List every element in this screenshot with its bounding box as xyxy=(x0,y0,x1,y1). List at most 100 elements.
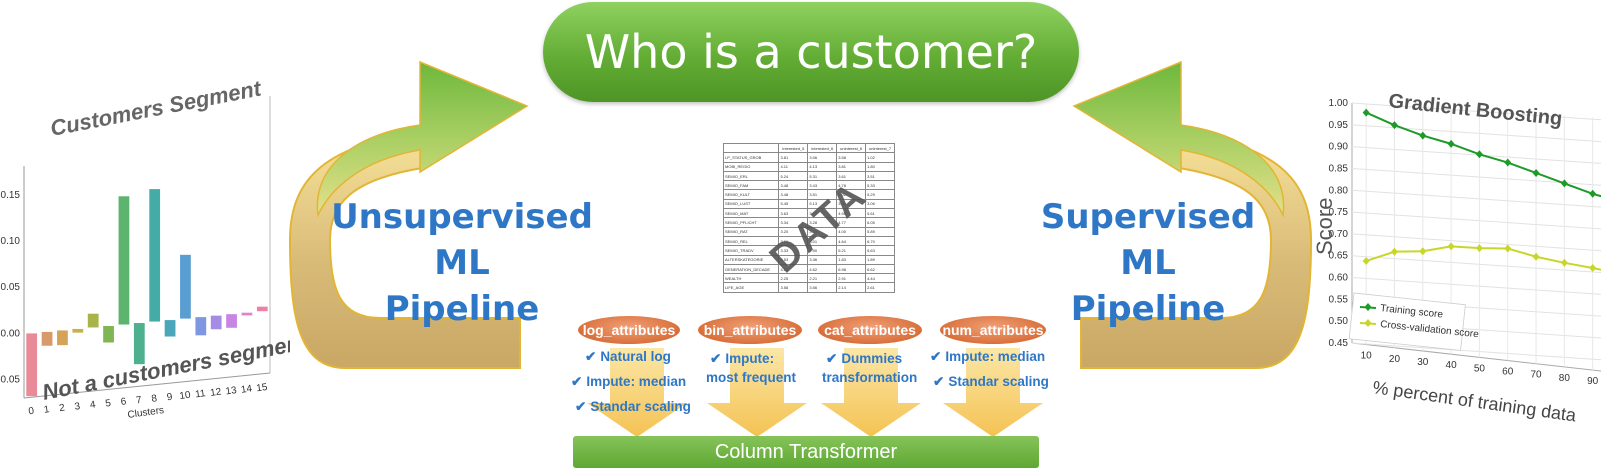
table-cell: SEMIO_RAT xyxy=(722,226,780,237)
x-tick-label: 80 xyxy=(1559,373,1571,384)
table-cell: 4.62 xyxy=(807,263,838,275)
x-tick-label: 90 xyxy=(1587,376,1599,387)
y-tick-label: 0.50 xyxy=(1329,316,1349,327)
customers-segment-chart: 01234567891011121314150.150.100.050.00-0… xyxy=(0,78,290,421)
grid-line xyxy=(1351,233,1601,252)
table-cell: 1.83 xyxy=(836,254,867,265)
series-point xyxy=(1419,131,1427,140)
table-cell: 3.51 xyxy=(865,170,895,182)
y-tick-label: 0.55 xyxy=(1329,294,1349,305)
bar xyxy=(133,323,145,365)
table-cell: LIFE_AGE xyxy=(722,282,780,293)
bar xyxy=(195,317,207,336)
bin-steps: ✔Impute: most frequent xyxy=(706,351,797,385)
series-point xyxy=(1362,108,1370,117)
table-cell: 2.61 xyxy=(865,282,895,293)
chart-title: Gradient Boosting xyxy=(1387,90,1563,130)
y-axis-label: Score xyxy=(1312,198,1337,255)
y-tick-label: 0.00 xyxy=(1,328,21,339)
x-tick-label: 1 xyxy=(43,404,50,416)
table-cell: LP_STATUS_GROB xyxy=(722,152,780,163)
step: most frequent xyxy=(706,370,797,385)
series-point xyxy=(1475,150,1483,159)
table-cell: 3.48 xyxy=(778,180,809,191)
table-cell: MOBI_REGIO xyxy=(722,161,780,172)
y-tick-label: 0.85 xyxy=(1329,163,1349,174)
table-cell: 6.05 xyxy=(865,217,895,228)
table-cell: WEALTH xyxy=(722,273,780,284)
series-point xyxy=(1504,158,1512,167)
step: Standar scaling xyxy=(590,399,691,414)
table-cell: 5.24 xyxy=(778,170,809,182)
bar xyxy=(180,254,191,319)
down-arrow-2 xyxy=(707,348,807,437)
table-cell: 5.63 xyxy=(865,245,895,256)
table-cell: 5.45 xyxy=(778,198,809,210)
x-tick-label: 20 xyxy=(1389,354,1401,365)
table-header-cell: interested_5 xyxy=(778,142,809,154)
series-point xyxy=(1504,244,1512,253)
x-tick-label: 50 xyxy=(1474,363,1486,374)
x-tick-label: 60 xyxy=(1502,367,1514,378)
grid-line xyxy=(1351,102,1601,121)
series-point xyxy=(1362,256,1370,265)
series-point xyxy=(1560,179,1568,188)
table-cell: SEMIO_MAT xyxy=(722,208,780,219)
table-cell: 4.44 xyxy=(865,273,895,284)
grid-line xyxy=(1351,255,1601,274)
step: Standar scaling xyxy=(948,374,1049,389)
y-tick-label: 0.05 xyxy=(1,282,21,293)
bar xyxy=(256,306,268,312)
series-point xyxy=(1560,258,1568,267)
x-tick-label: 4 xyxy=(89,399,96,411)
table-cell: 1.02 xyxy=(865,152,895,163)
grid-line xyxy=(1351,277,1601,295)
x-tick-label: 8 xyxy=(151,393,158,405)
left-arrow-head xyxy=(316,60,529,218)
step: Natural log xyxy=(600,349,671,364)
bar xyxy=(72,328,84,333)
table-cell: 1.89 xyxy=(865,254,895,265)
step: Impute: median xyxy=(586,374,687,389)
log-steps: ✔Natural log ✔Impute: median ✔Standar sc… xyxy=(571,349,691,414)
y-tick-label: 0.15 xyxy=(1,190,21,201)
bar xyxy=(41,331,53,346)
column-transformer-bar: Column Transformer xyxy=(573,436,1039,468)
legend-marker xyxy=(1364,319,1372,327)
x-tick-label: 30 xyxy=(1417,357,1429,368)
legend-box xyxy=(1348,292,1466,351)
table-header-cell xyxy=(722,142,780,154)
table-cell: SEMIO_KULT xyxy=(722,189,780,200)
series-line xyxy=(1365,111,1601,198)
step: Dummies xyxy=(841,351,903,366)
y-tick-label: 0.10 xyxy=(1,236,21,247)
column-transformer-label: Column Transformer xyxy=(714,440,898,463)
table-cell: 5.31 xyxy=(807,170,838,182)
table-cell: 6.98 xyxy=(836,263,867,275)
bar xyxy=(149,189,161,322)
table-header-cell: interested_6 xyxy=(807,142,838,154)
grid-line xyxy=(1351,189,1601,208)
table-cell: 4.11 xyxy=(778,161,809,172)
supervised-label: Supervised ML Pipeline xyxy=(1018,194,1278,332)
table-header-cell: uninterest_6 xyxy=(836,142,867,154)
unsupervised-line-1: Unsupervised ML xyxy=(331,197,593,283)
grid-line xyxy=(1351,211,1601,230)
chart-title: Customers Segment xyxy=(48,78,264,141)
series-point xyxy=(1390,121,1398,130)
x-tick-label: 10 xyxy=(179,390,192,403)
grid-line xyxy=(1351,146,1601,164)
x-tick-label: 13 xyxy=(225,385,238,398)
x-tick-label: 15 xyxy=(256,382,269,395)
right-arrow-head xyxy=(1072,60,1285,218)
y-tick-label: 0.95 xyxy=(1329,120,1349,131)
gradient-boosting-chart: 1.000.950.900.850.800.750.700.650.600.55… xyxy=(1312,90,1601,426)
supervised-line-2: Pipeline xyxy=(1070,289,1226,329)
bar xyxy=(87,313,99,328)
supervised-line-1: Supervised ML xyxy=(1040,197,1256,283)
bar xyxy=(103,325,114,343)
